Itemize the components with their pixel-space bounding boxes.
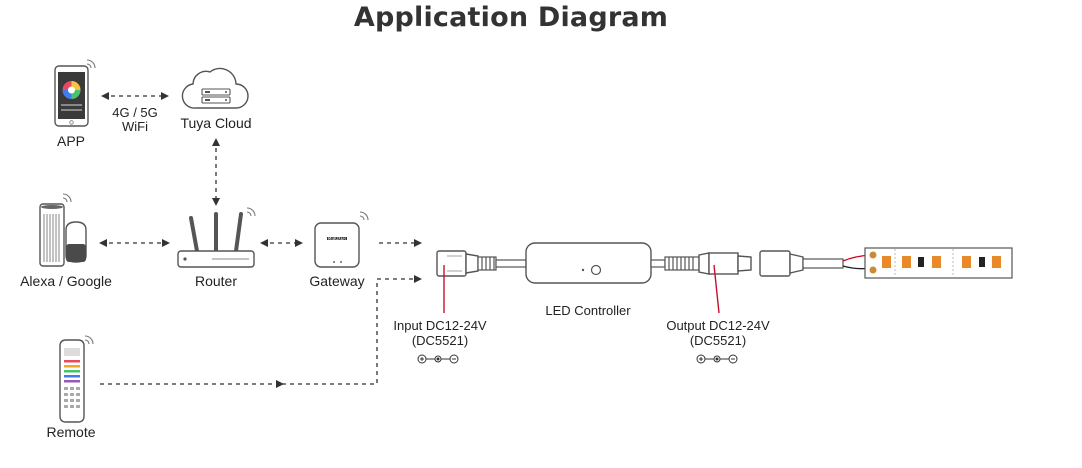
polarity-icon (696, 354, 738, 364)
gateway-label: Gateway (309, 273, 365, 289)
remote-label: Remote (46, 424, 96, 440)
connection-lines (99, 92, 422, 388)
output-pointer (713, 264, 720, 314)
input-spec-line1: Input DC12-24V (393, 318, 487, 333)
diagram-title: Application Diagram (353, 2, 669, 33)
output-spec-line2: (DC5521) (689, 333, 747, 348)
router-label: Router (194, 273, 238, 289)
output-spec-line1: Output DC12-24V (666, 318, 770, 333)
alexa-google-label: Alexa / Google (20, 273, 112, 289)
led-controller-icon (436, 242, 872, 284)
led-strip-icon (864, 247, 1013, 279)
gateway-icon (314, 211, 369, 268)
smart-speaker-icon (39, 193, 87, 267)
tuya-cloud-label: Tuya Cloud (180, 115, 252, 131)
remote-controller-link (282, 275, 422, 385)
gateway-brand-text: MiBOXER (327, 236, 347, 241)
network-label-line1: 4G / 5G (112, 105, 158, 120)
led-controller-label: LED Controller (545, 303, 631, 318)
network-label-line2: WiFi (122, 119, 148, 134)
app-label: APP (56, 133, 85, 149)
cloud-icon (181, 67, 249, 109)
router-icon (177, 207, 256, 268)
polarity-icon (417, 354, 459, 364)
input-spec-line2: (DC5521) (411, 333, 469, 348)
remote-icon (59, 335, 94, 423)
smartphone-icon (54, 59, 96, 127)
